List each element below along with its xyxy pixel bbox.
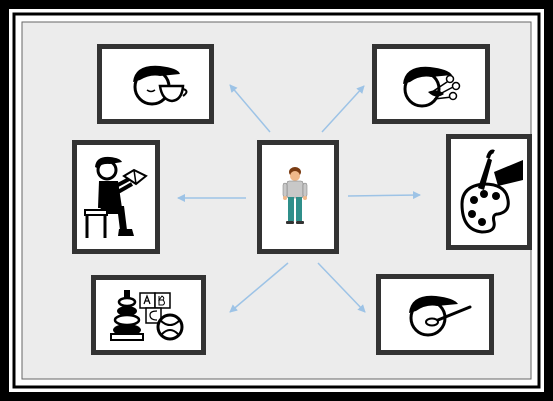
mat-border — [12, 12, 541, 389]
arrow-to-eat — [317, 262, 366, 313]
activity-box-eat — [376, 274, 494, 355]
paint-palette-brush-icon — [460, 149, 523, 234]
boy-smelling-flowers-icon — [403, 66, 461, 108]
toys-blocks-ball-icon — [110, 290, 184, 341]
activity-box-read — [72, 140, 160, 254]
activity-box-smell — [372, 44, 490, 124]
arrow-to-paint — [347, 191, 421, 200]
activity-box-play — [91, 275, 206, 355]
arrows — [177, 84, 421, 313]
boy-drinking-cup-icon — [133, 65, 188, 106]
boy-eating-spoon-icon — [409, 295, 472, 337]
center-box — [257, 140, 339, 254]
arrow-to-smell — [321, 85, 365, 133]
boy-reading-book-icon — [84, 156, 148, 238]
activity-box-paint — [446, 134, 532, 250]
arrow-to-drink — [229, 84, 271, 133]
boy-standing-icon — [282, 167, 308, 224]
arrow-to-play — [229, 262, 289, 313]
activity-box-drink — [97, 44, 214, 124]
